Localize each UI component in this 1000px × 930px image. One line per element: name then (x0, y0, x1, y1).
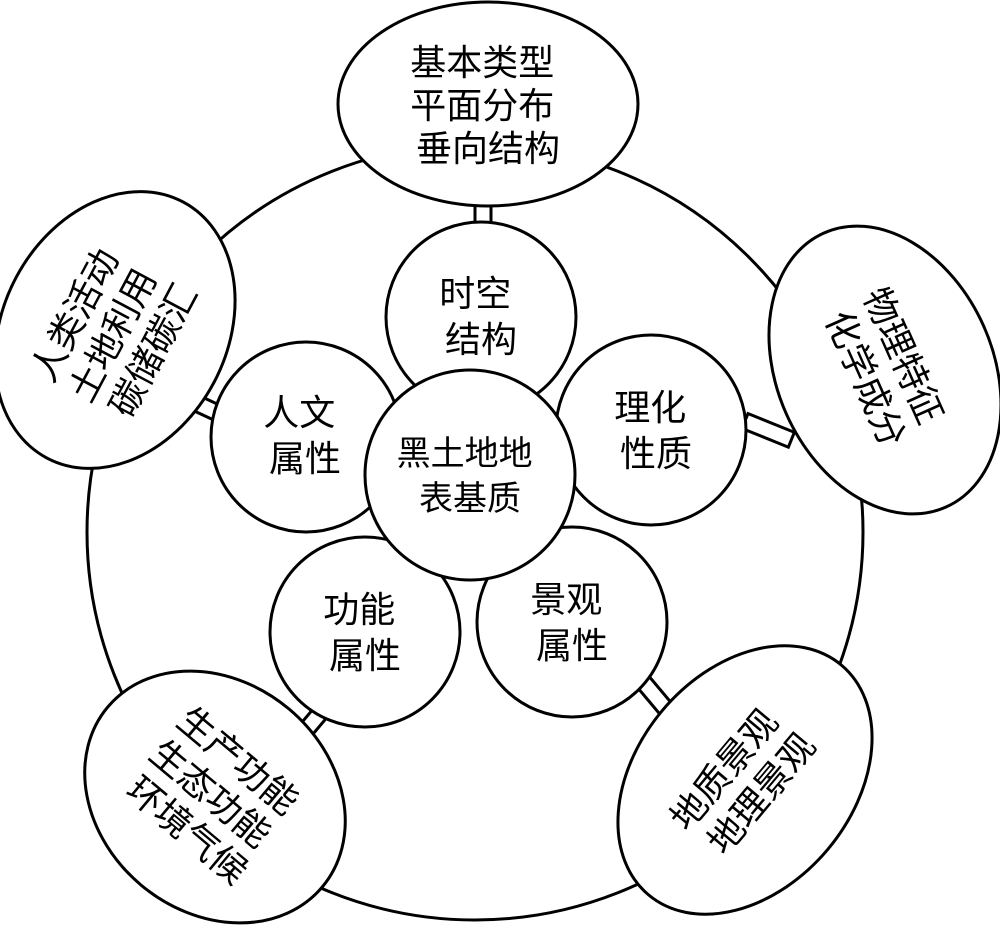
outer-node-human-shape (0, 190, 237, 470)
inner-physicochemical-line-2: 性质 (620, 434, 692, 475)
inner-node-landscape: 景观 属性 (475, 525, 669, 719)
inner-physicochemical-line-1: 理化 (614, 388, 686, 429)
svg-text:人文 属性: 人文 属性 (263, 393, 346, 480)
svg-text:理化 性质: 理化 性质 (614, 388, 697, 475)
outer-node-landscape: 地质景观 地理景观 (616, 644, 874, 916)
outer-node-physchem-shape (767, 224, 1000, 516)
svg-text:功能 属性: 功能 属性 (323, 590, 406, 677)
inner-humanistic-line-1: 人文 (263, 393, 335, 434)
svg-text:景观 属性: 景观 属性 (530, 580, 613, 667)
outer-structure-line-1: 基本类型 (410, 43, 554, 84)
outer-structure-line-2: 平面分布 (410, 86, 554, 127)
inner-node-landscape-shape (475, 525, 669, 719)
inner-node-functional: 功能 属性 (268, 535, 462, 729)
svg-text:基本类型 平面分布 垂向结构: 基本类型 平面分布 垂向结构 (410, 43, 565, 170)
outer-node-physchem: 物理特征 化学成分 (767, 224, 1000, 516)
inner-functional-line-2: 属性 (329, 636, 401, 677)
inner-humanistic-line-2: 属性 (269, 439, 341, 480)
inner-spatiotemporal-line-1: 时空 (439, 274, 511, 315)
inner-landscape-line-2: 属性 (536, 626, 608, 667)
center-node-shape (363, 368, 577, 582)
inner-node-physicochemical-shape (554, 333, 748, 527)
outer-structure-line-3: 垂向结构 (416, 129, 560, 170)
outer-node-structure-shape (336, 0, 640, 208)
center-node: 黑土地地 表基质 (363, 368, 577, 582)
center-line-2: 表基质 (419, 479, 521, 519)
svg-text:时空 结构: 时空 结构 (439, 274, 522, 361)
inner-node-humanistic: 人文 属性 (209, 340, 403, 534)
outer-node-function: 生产功能 生态功能 环境气候 (83, 669, 347, 925)
outer-node-human: 人类活动 土地利用 碳储碳汇 (0, 190, 237, 470)
svg-text:黑土地地 表基质: 黑土地地 表基质 (397, 434, 544, 519)
inner-functional-line-1: 功能 (323, 590, 395, 631)
inner-node-spatiotemporal: 时空 结构 (384, 220, 578, 414)
outer-node-landscape-shape (616, 644, 874, 916)
center-line-1: 黑土地地 (397, 434, 533, 474)
inner-landscape-line-1: 景观 (530, 580, 602, 621)
outer-node-structure: 基本类型 平面分布 垂向结构 (336, 0, 640, 208)
outer-node-function-shape (83, 669, 347, 925)
connector-right (740, 411, 797, 450)
inner-spatiotemporal-line-2: 结构 (445, 320, 517, 361)
inner-node-physicochemical: 理化 性质 (554, 333, 748, 527)
inner-node-functional-shape (268, 535, 462, 729)
